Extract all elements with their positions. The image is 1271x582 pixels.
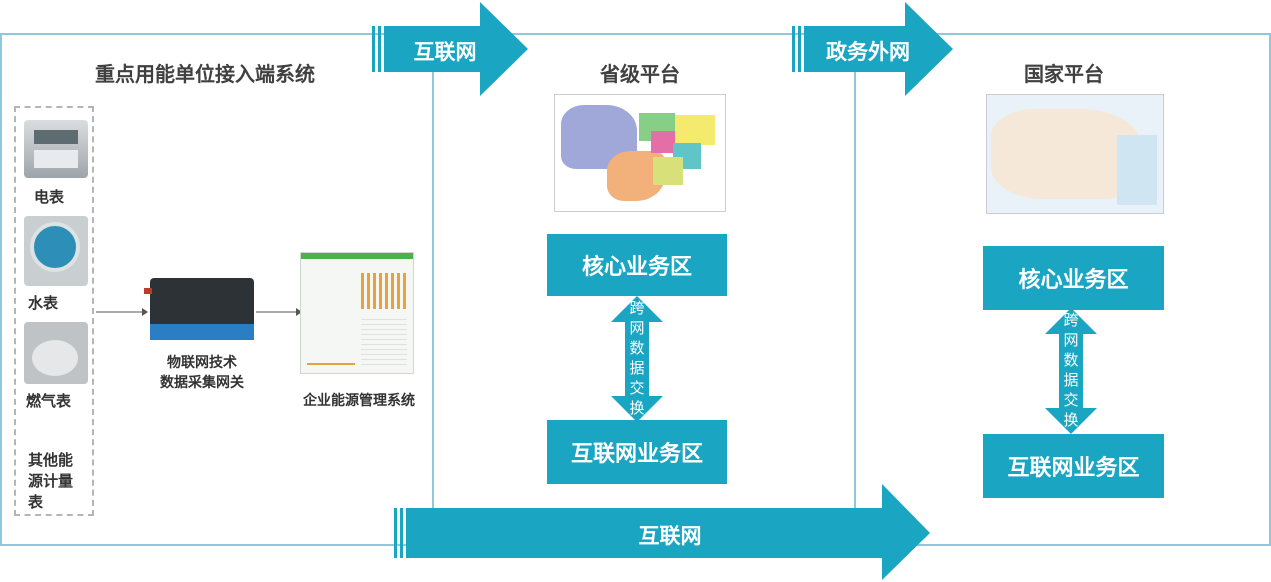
electricity-meter-label: 电表 [34, 188, 65, 206]
provincial-exchange-char: 交 [629, 379, 645, 397]
enterprise-title: 重点用能单位接入端系统 [95, 62, 315, 86]
water-meter-image [24, 216, 88, 286]
gas-meter-image [24, 322, 88, 384]
national-exchange-arrow [1045, 308, 1097, 434]
internet-arrow-bottom-label: 互联网 [638, 524, 702, 548]
internet-arrow-top [372, 2, 528, 96]
gas-meter-label: 燃气表 [26, 392, 72, 410]
national-exchange-char: 换 [1063, 411, 1079, 429]
water-meter-label: 水表 [28, 294, 59, 312]
national-internet-zone: 互联网业务区 [983, 434, 1164, 498]
national-title: 国家平台 [1024, 62, 1104, 86]
provincial-exchange-label: 跨 网 数 据 交 换 [627, 298, 647, 418]
national-core-zone: 核心业务区 [983, 246, 1164, 310]
meter-group [14, 106, 94, 516]
provincial-exchange-char: 据 [629, 359, 645, 377]
provincial-internet-zone: 互联网业务区 [547, 420, 727, 484]
gateway-label-1: 物联网技术 [167, 355, 237, 371]
provincial-core-zone: 核心业务区 [547, 234, 727, 296]
china-map-image [986, 94, 1164, 214]
provincial-exchange-char: 网 [629, 319, 645, 337]
national-exchange-char: 数 [1063, 351, 1079, 369]
electricity-meter-image [24, 120, 88, 178]
ems-screenshot [300, 252, 414, 374]
internet-arrow-top-label: 互联网 [413, 40, 477, 64]
national-exchange-char: 跨 [1063, 311, 1079, 329]
national-exchange-char: 交 [1063, 391, 1079, 409]
gateway-device-image [144, 278, 254, 340]
provincial-exchange-char: 跨 [629, 299, 645, 317]
provincial-exchange-char: 数 [629, 339, 645, 357]
other-meter-label-3: 表 [28, 493, 44, 511]
national-exchange-char: 据 [1063, 371, 1079, 389]
gov-network-arrow-label: 政务外网 [826, 40, 910, 64]
national-exchange-char: 网 [1063, 331, 1079, 349]
sichuan-map-image [554, 94, 726, 212]
gateway-label-2: 数据采集网关 [160, 375, 244, 391]
meter-to-gateway-arrow [96, 308, 148, 316]
provincial-exchange-char: 换 [629, 399, 645, 417]
internet-arrow-bottom [394, 484, 930, 580]
national-exchange-label: 跨 网 数 据 交 换 [1061, 310, 1081, 430]
other-meter-label-1: 其他能 [28, 451, 74, 469]
provincial-title: 省级平台 [600, 62, 680, 86]
other-meter-label-2: 源计量 [28, 472, 74, 490]
gateway-to-ems-arrow [256, 308, 302, 316]
provincial-exchange-arrow [611, 296, 663, 422]
ems-label: 企业能源管理系统 [303, 393, 415, 409]
gov-network-arrow [792, 2, 953, 96]
